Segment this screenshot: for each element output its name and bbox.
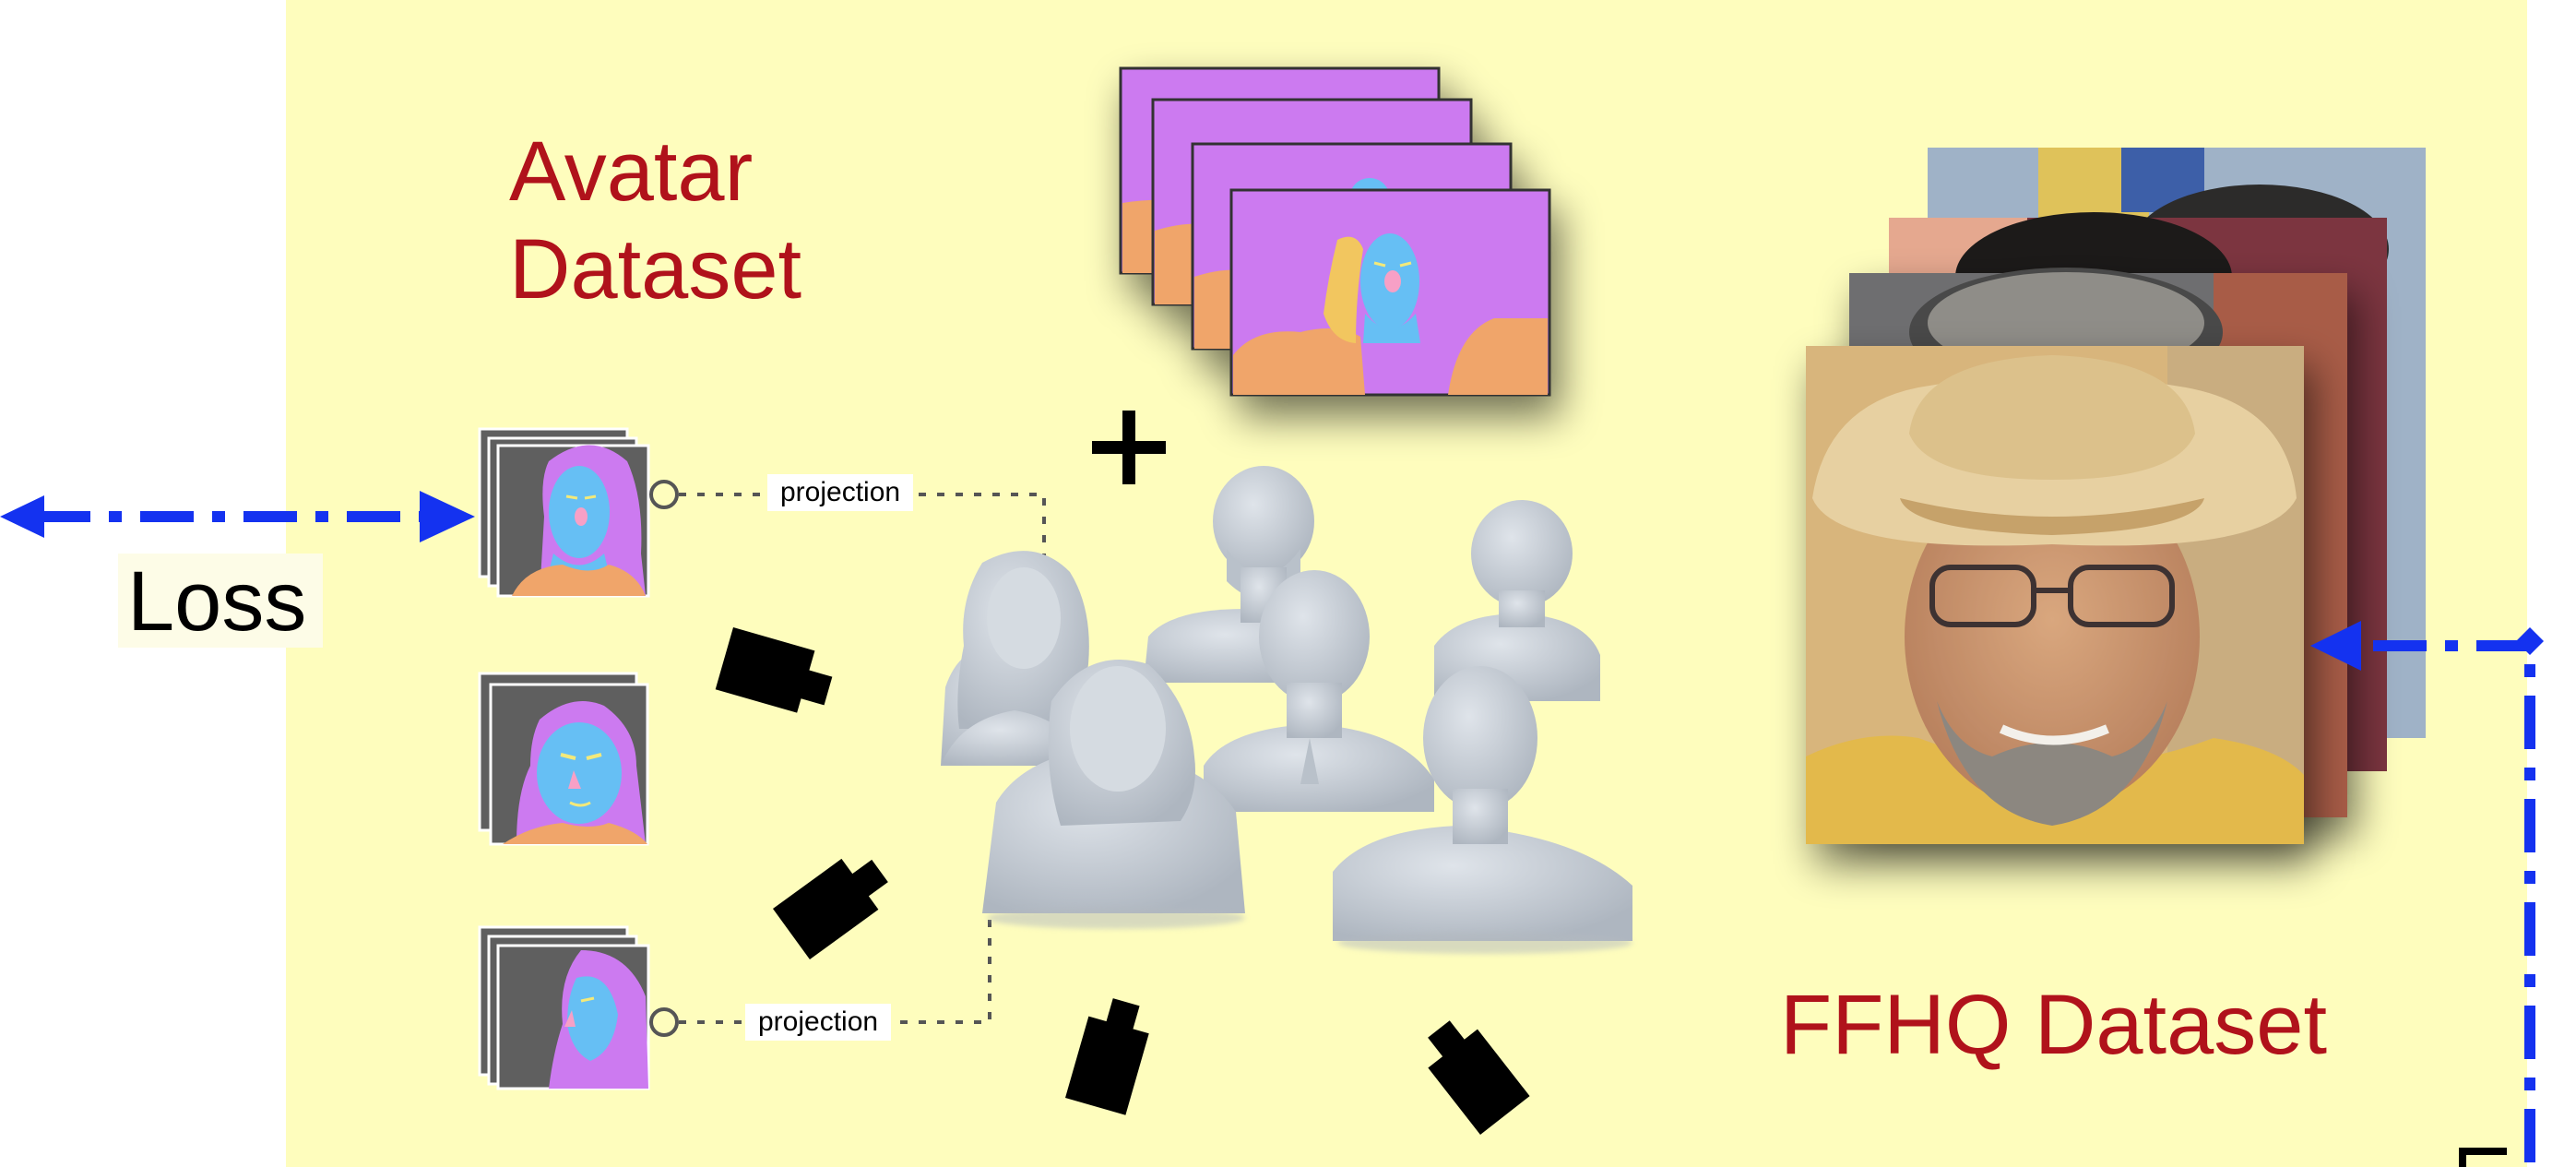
camera-icon [716,627,838,720]
loss-arrow [0,491,475,542]
avatar-dataset-title: Avatar Dataset [509,123,801,318]
seg-map-front [1231,190,1549,395]
avatar-render-1 [480,429,648,596]
loss-label: Loss [127,555,306,648]
avatar-render-3 [480,927,648,1089]
bust-child [1434,500,1600,701]
ffhq-dataset-title: FFHQ Dataset [1780,976,2327,1074]
camera-icon [1413,1010,1529,1135]
camera-icon [1065,994,1156,1115]
plus-icon [1092,411,1166,484]
avatar-title-line1: Avatar [509,123,801,220]
projection-label-1: projection [767,474,913,511]
photo-front [1806,346,2304,844]
ffhq-photo-stack [1806,148,2426,844]
camera-icon [773,845,897,959]
bust-man-tie [1204,570,1434,812]
corner-bracket [2463,1151,2507,1167]
projection-label-2: projection [745,1004,891,1041]
avatar-title-line2: Dataset [509,220,801,318]
segmentation-stack [1121,68,1549,395]
avatar-render-2 [480,673,647,844]
